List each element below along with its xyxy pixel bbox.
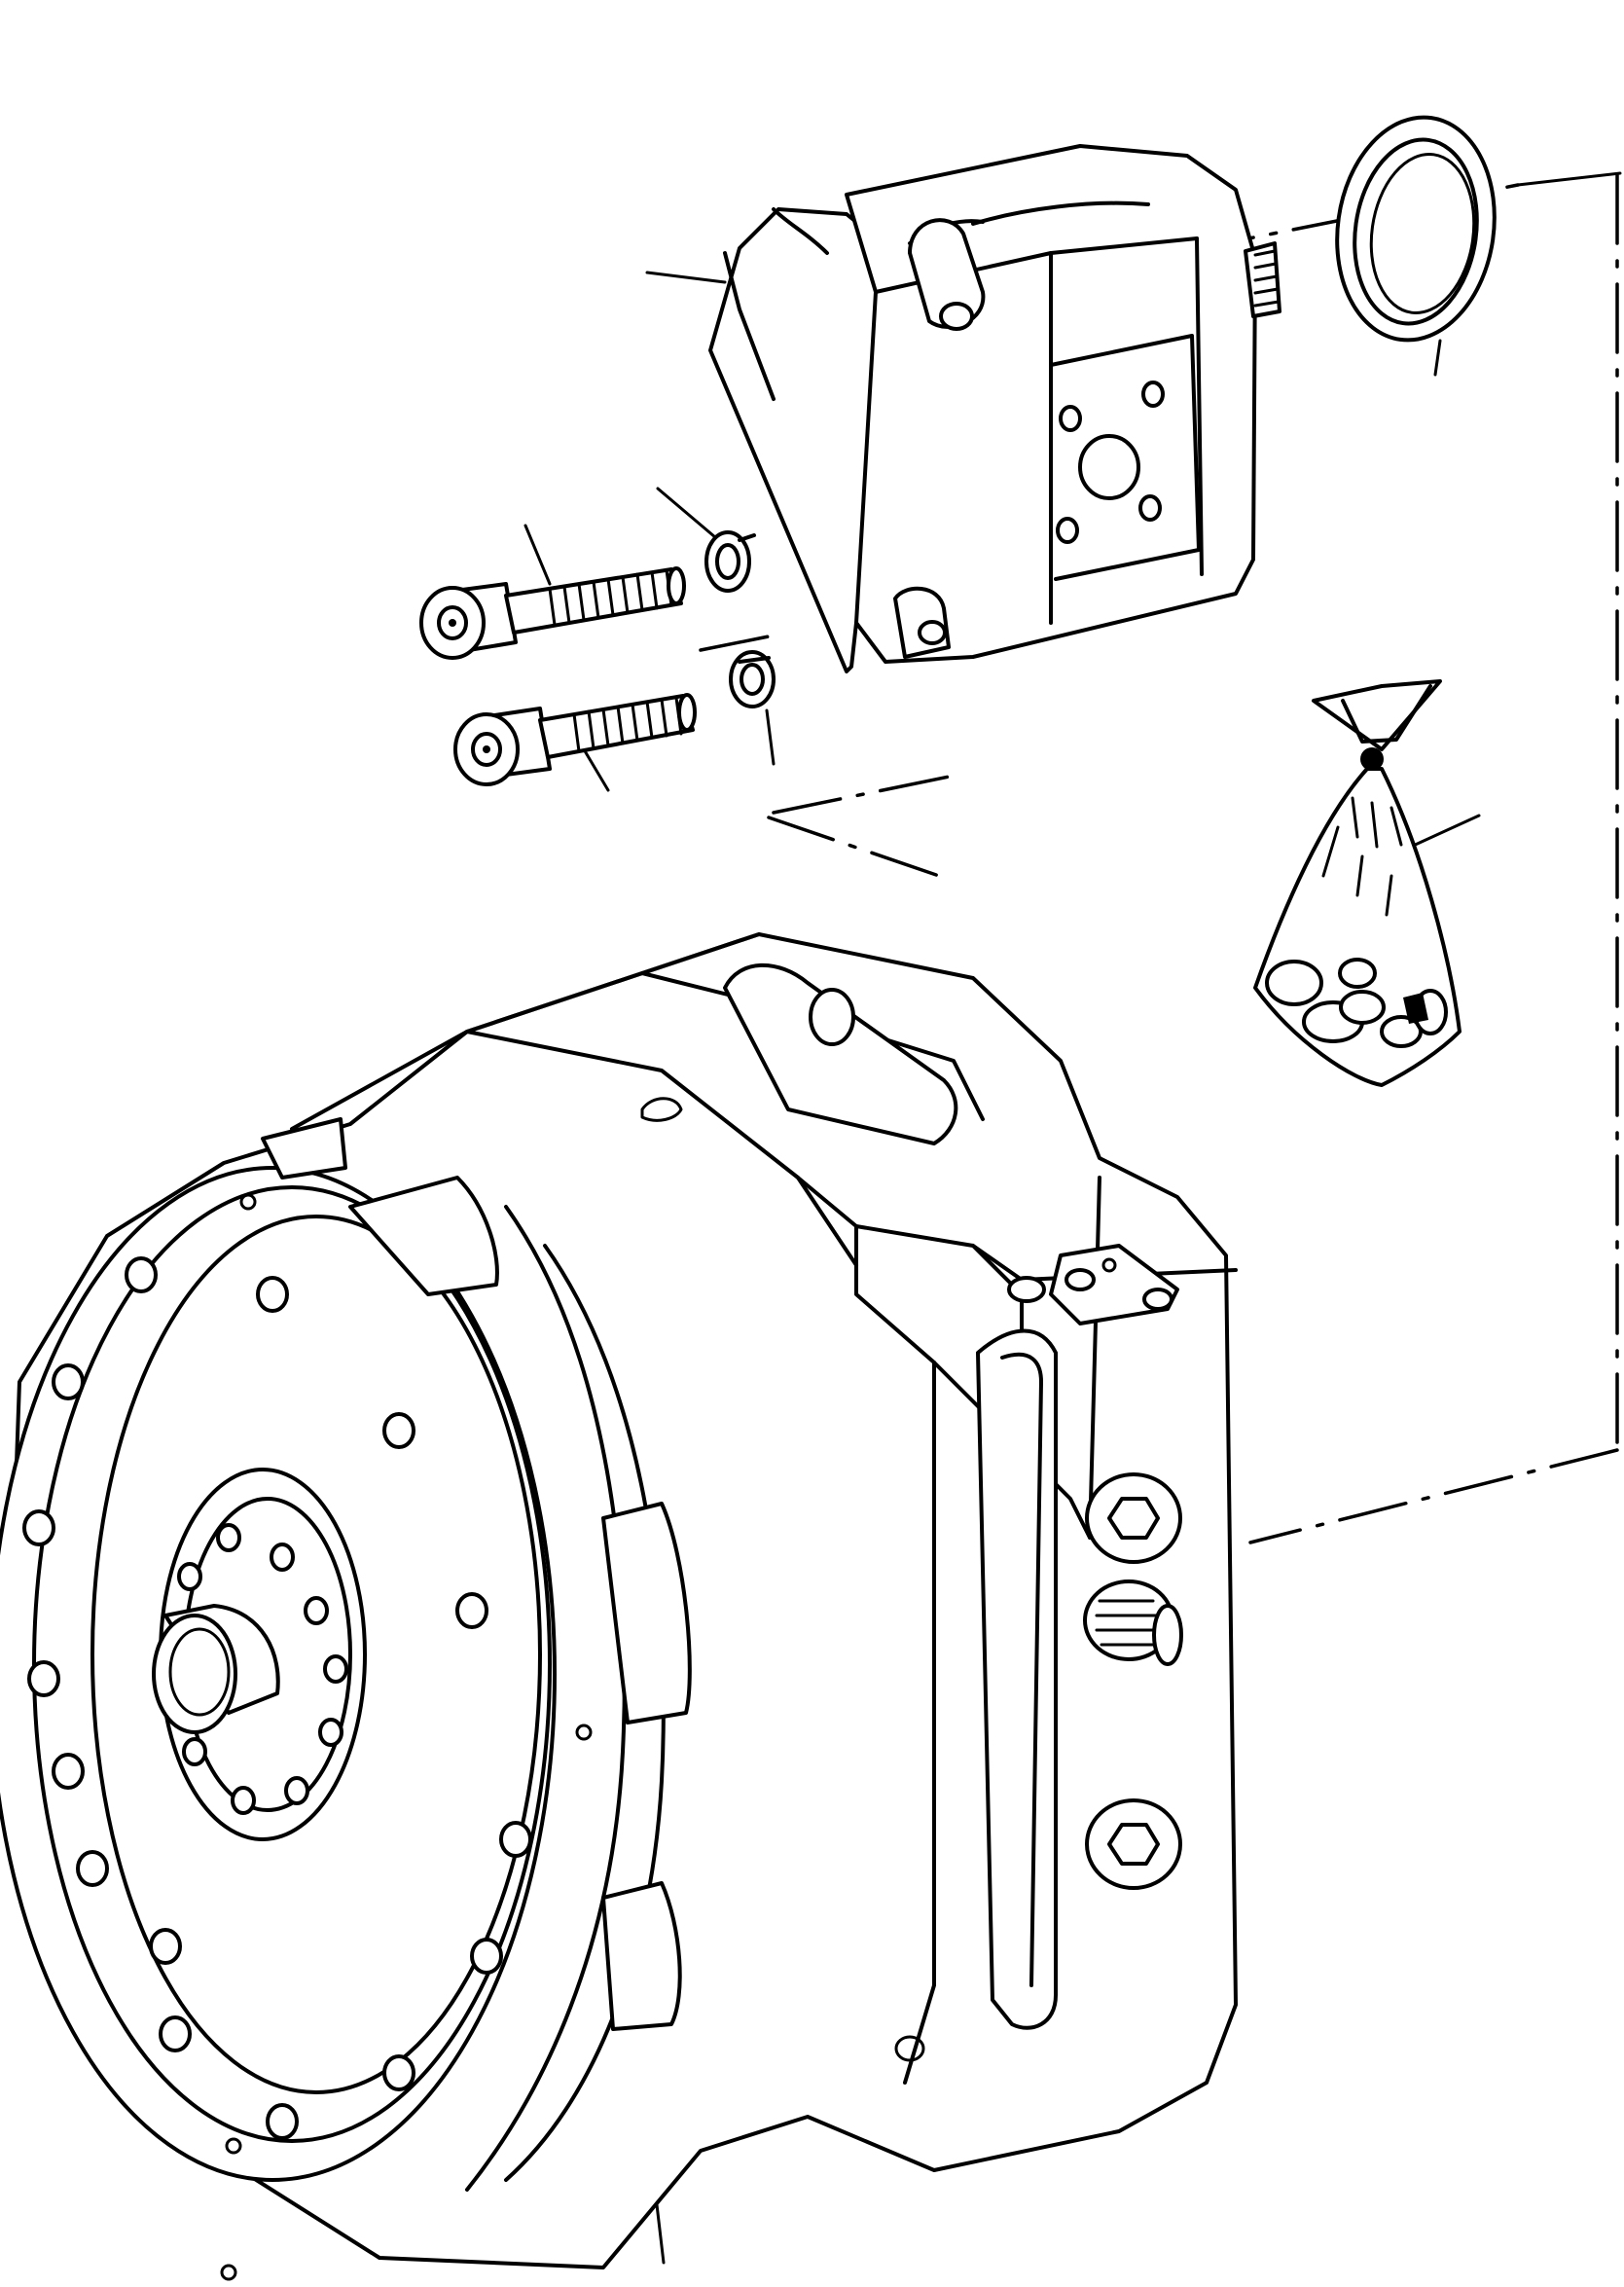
leader-seal bbox=[1433, 339, 1442, 377]
leader-upper-washer bbox=[656, 487, 717, 539]
shaft-seal-ring bbox=[1335, 115, 1497, 343]
leader-lower-screw bbox=[582, 747, 610, 792]
cap-screw-upper bbox=[419, 566, 686, 660]
leader-pump bbox=[645, 271, 727, 284]
cap-screw-lower bbox=[453, 693, 697, 786]
lock-washer-lower bbox=[729, 650, 776, 708]
parts-kit-bag bbox=[1253, 679, 1462, 1087]
leader-parts-bag bbox=[1409, 814, 1481, 849]
leader-lower-washer bbox=[765, 708, 776, 766]
hydraulic-pump bbox=[708, 144, 1281, 673]
leader-upper-screw bbox=[523, 524, 552, 586]
flange-bolts bbox=[22, 1193, 593, 2281]
lock-washer-upper bbox=[704, 530, 756, 593]
output-hub bbox=[152, 1468, 367, 1841]
transmission-housing bbox=[0, 932, 1238, 2281]
